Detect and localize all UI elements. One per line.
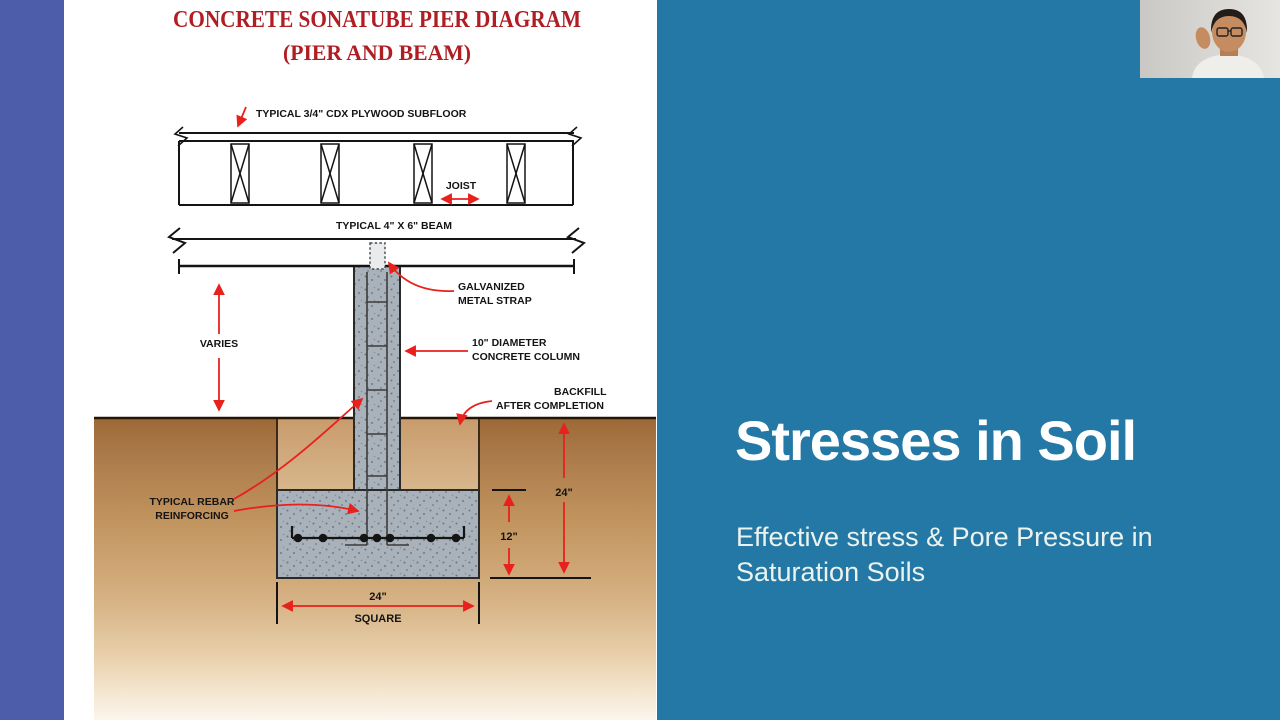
webcam-video-frame	[1140, 0, 1280, 78]
backfill-label-2: AFTER COMPLETION	[496, 400, 604, 412]
beam-label: TYPICAL 4" X 6" BEAM	[336, 220, 452, 232]
strap-label-1: GALVANIZED	[458, 281, 525, 293]
presenter-avatar	[1192, 9, 1264, 78]
left-accent-stripe	[0, 0, 64, 720]
slide-subtitle-line2: Saturation Soils	[736, 557, 926, 587]
slide-subtitle-line1: Effective stress & Pore Pressure in	[736, 522, 1153, 552]
title-panel: Stresses in Soil Effective stress & Pore…	[657, 0, 1280, 720]
column-rebar-ladder	[345, 272, 409, 546]
rebar-arrow-footing	[233, 502, 360, 515]
pier-diagram: CONCRETE SONATUBE PIER DIAGRAM (PIER AND…	[94, 7, 656, 720]
break-symbol	[567, 126, 583, 147]
galvanized-strap	[369, 242, 386, 270]
presenter-hand	[1195, 27, 1211, 49]
concrete-column	[353, 265, 401, 495]
subfloor-label: TYPICAL 3/4" CDX PLYWOOD SUBFLOOR	[256, 108, 467, 120]
break-symbol	[167, 227, 187, 254]
backfill-arrow	[456, 400, 493, 426]
varies-label: VARIES	[200, 338, 238, 350]
floor-structure	[167, 126, 586, 274]
footing-rebar	[290, 526, 466, 543]
glasses-left-lens	[1216, 27, 1229, 37]
depth-dim-label: 24"	[555, 487, 572, 499]
joist-blocks	[230, 143, 526, 204]
presenter-shirt	[1192, 54, 1264, 78]
webcam-thumbnail[interactable]	[1140, 0, 1280, 78]
diagram-panel: CONCRETE SONATUBE PIER DIAGRAM (PIER AND…	[64, 0, 657, 720]
slide-subtitle: Effective stress & Pore Pressure in Satu…	[736, 520, 1153, 590]
presenter-face	[1212, 12, 1246, 52]
strap-arrow	[387, 261, 455, 292]
column-label-1: 10" DIAMETER	[472, 337, 547, 349]
presenter-hair	[1210, 9, 1248, 33]
break-symbol	[173, 126, 189, 147]
width-dim-label: 24"	[369, 591, 386, 603]
annotations: TYPICAL 3/4" CDX PLYWOOD SUBFLOOR JOIST …	[150, 106, 607, 625]
rebar-arrow-column	[233, 397, 364, 500]
rebar-label-2: REINFORCING	[155, 510, 229, 522]
width-caption-label: SQUARE	[354, 613, 401, 625]
subfloor-arrow	[236, 106, 248, 128]
rebar-label-1: TYPICAL REBAR	[150, 496, 235, 508]
backfill-label-1: BACKFILL	[554, 386, 607, 398]
column-label-2: CONCRETE COLUMN	[472, 351, 580, 363]
strap-label-2: METAL STRAP	[458, 295, 532, 307]
diagram-title: CONCRETE SONATUBE PIER DIAGRAM	[173, 7, 581, 33]
glasses-right-lens	[1230, 27, 1243, 37]
break-symbol	[566, 227, 586, 254]
joist-label: JOIST	[446, 180, 477, 192]
footing-dim-label: 12"	[500, 531, 517, 543]
slide-title: Stresses in Soil	[735, 409, 1137, 472]
diagram-subtitle: (PIER AND BEAM)	[283, 40, 471, 65]
